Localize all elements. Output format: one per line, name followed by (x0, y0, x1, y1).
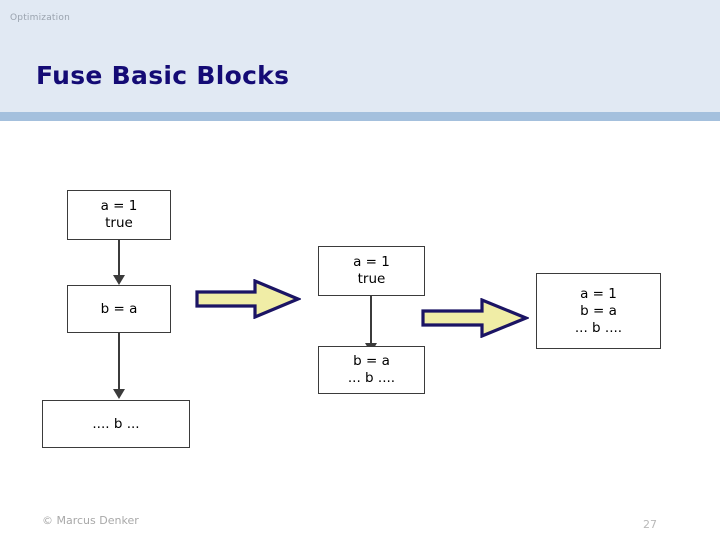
slide-header-band (0, 0, 720, 112)
transform-arrow-1-icon (195, 279, 301, 319)
basic-block-before-1: a = 1 true (67, 190, 171, 240)
block-line: true (357, 271, 386, 287)
block-line: true (105, 215, 133, 231)
slide-eyebrow-label: Optimization (10, 13, 70, 23)
block-line: b = a (100, 300, 138, 317)
block-line: ... b .... (574, 319, 623, 336)
edge-arrowhead-icon (113, 275, 125, 285)
basic-block-intermediate-2: b = a ... b .... (318, 346, 425, 394)
header-divider-rule (0, 112, 720, 121)
block-line: a = 1 (580, 285, 617, 302)
basic-block-before-2: b = a (67, 285, 171, 333)
block-line: a = 1 (100, 198, 138, 214)
footer-copyright: © Marcus Denker (42, 514, 139, 527)
edge-intermediate-1-to-2 (370, 296, 372, 343)
block-line: ... b .... (347, 370, 396, 386)
basic-block-after-1: a = 1 b = a ... b .... (536, 273, 661, 349)
block-line: b = a (580, 302, 617, 319)
block-line: .... b ... (92, 415, 140, 432)
transform-arrow-2-icon (421, 298, 529, 338)
slide-page-number: 27 (643, 518, 657, 531)
block-line: a = 1 (353, 254, 390, 270)
edge-before-2-to-3 (118, 333, 120, 389)
edge-arrowhead-icon (113, 389, 125, 399)
block-line: b = a (353, 353, 390, 369)
page-title: Fuse Basic Blocks (36, 60, 290, 90)
basic-block-before-3: .... b ... (42, 400, 190, 448)
control-flow-graph-diagram: a = 1 true b = a .... b ... a = 1 true b… (0, 121, 720, 501)
edge-before-1-to-2 (118, 240, 120, 275)
basic-block-intermediate-1: a = 1 true (318, 246, 425, 296)
